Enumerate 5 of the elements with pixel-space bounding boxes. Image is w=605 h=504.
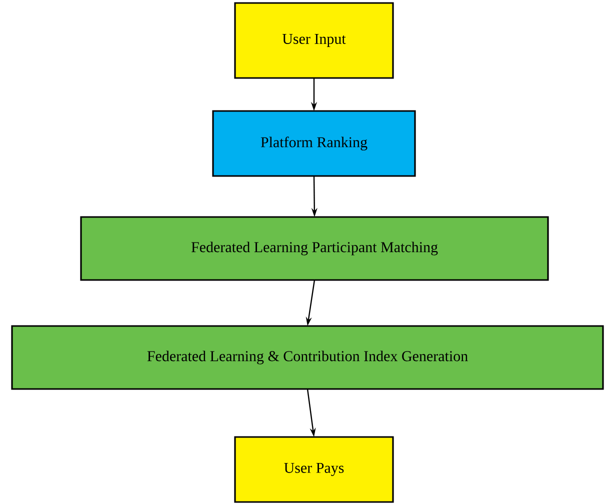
- process-box: Platform Ranking: [212, 110, 416, 177]
- process-box: Federated Learning Participant Matching: [80, 216, 549, 281]
- process-box: Federated Learning & Contribution Index Generation: [11, 325, 604, 390]
- process-box: User Pays: [234, 436, 394, 503]
- process-box: User Input: [234, 2, 394, 79]
